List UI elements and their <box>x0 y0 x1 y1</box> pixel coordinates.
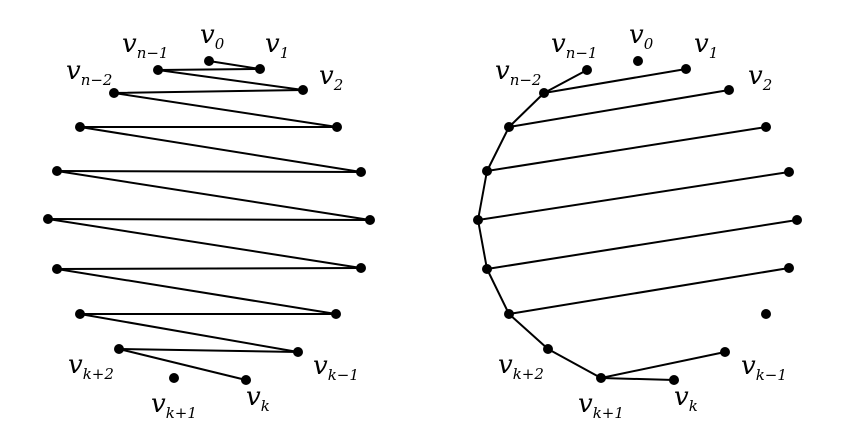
vertex-dot <box>582 65 592 75</box>
vertex-dot <box>784 263 794 273</box>
vertex-dot <box>761 122 771 132</box>
label-v1: v1 <box>694 29 718 62</box>
right-edge <box>477 171 790 221</box>
left-edge <box>47 218 371 221</box>
left-edge <box>118 348 299 353</box>
label-vn-2: vn−2 <box>66 56 112 89</box>
right-edge <box>508 92 545 128</box>
vertex-dot <box>52 264 62 274</box>
vertex-dot <box>356 263 366 273</box>
right-edge <box>477 219 488 270</box>
label-vk: vk <box>674 382 698 415</box>
right-edge <box>486 268 510 315</box>
vertex-dot <box>114 344 124 354</box>
vertex-dot <box>75 309 85 319</box>
right-edges <box>477 68 798 381</box>
vertex-dot <box>298 85 308 95</box>
left-edge <box>56 267 362 270</box>
left-edge <box>157 68 261 71</box>
vertex-dot <box>153 65 163 75</box>
left-edge <box>56 170 362 173</box>
right-edge <box>600 377 675 381</box>
vertex-dot <box>720 347 730 357</box>
right-edge <box>543 68 687 94</box>
vertex-dot <box>52 166 62 176</box>
label-v0: v0 <box>200 20 225 53</box>
vertex-dot <box>293 347 303 357</box>
vertex-dot <box>504 309 514 319</box>
vertex-dot <box>75 122 85 132</box>
left-edge <box>157 69 304 91</box>
vertex-dot <box>539 88 549 98</box>
vertex-dot <box>169 373 179 383</box>
vertex-dot <box>241 375 251 385</box>
label-vk-1: vk−1 <box>313 351 359 384</box>
right-edge <box>486 219 798 270</box>
vertex-dot <box>331 309 341 319</box>
label-vn-2: vn−2 <box>495 56 541 89</box>
vertex-dot <box>43 214 53 224</box>
left-edge <box>79 313 299 353</box>
vertex-dot <box>543 344 553 354</box>
vertex-dot <box>596 373 606 383</box>
vertex-dot <box>109 88 119 98</box>
vertex-dot <box>356 167 366 177</box>
left-edge <box>56 268 337 315</box>
left-vertices <box>43 56 375 385</box>
label-vn-1: vn−1 <box>122 29 168 62</box>
left-edge <box>118 348 247 381</box>
label-vn-1: vn−1 <box>551 29 597 62</box>
vertex-dot <box>784 167 794 177</box>
vertex-dot <box>473 215 483 225</box>
vertex-dot <box>365 215 375 225</box>
right-edge <box>547 348 602 379</box>
left-diagram: v0 v1 v2 vn−1 vn−2 vk vk+1 vk+2 <box>43 20 375 422</box>
vertex-dot <box>482 264 492 274</box>
vertex-dot <box>633 56 643 66</box>
vertex-dot <box>792 215 802 225</box>
vertex-dot <box>204 56 214 66</box>
right-edge <box>508 89 730 128</box>
vertex-dot <box>504 122 514 132</box>
label-v1: v1 <box>265 29 289 62</box>
vertex-dot <box>724 85 734 95</box>
label-v2: v2 <box>748 61 772 94</box>
label-vk: vk <box>246 382 270 415</box>
left-edge <box>47 218 362 269</box>
label-vk+1: vk+1 <box>578 389 624 422</box>
label-vk+2: vk+2 <box>68 350 114 383</box>
right-labels: v0 v1 v2 vn−1 vn−2 vk vk+1 vk+2 <box>495 20 787 422</box>
right-edge <box>486 126 510 172</box>
vertex-dot <box>332 122 342 132</box>
left-edge <box>79 126 362 173</box>
vertex-dot <box>761 309 771 319</box>
right-edge <box>486 126 767 172</box>
label-v0: v0 <box>629 20 654 53</box>
label-vk+2: vk+2 <box>498 350 544 383</box>
left-edge <box>113 92 338 128</box>
vertex-dot <box>255 64 265 74</box>
vertex-dot <box>681 64 691 74</box>
right-diagram: v0 v1 v2 vn−1 vn−2 vk vk+1 vk+2 <box>473 20 802 422</box>
label-vk+1: vk+1 <box>151 389 197 422</box>
label-v2: v2 <box>319 61 343 94</box>
vertex-dot <box>669 375 679 385</box>
right-edge <box>600 351 726 379</box>
left-edge <box>56 170 371 221</box>
right-edge <box>543 69 588 94</box>
right-edge <box>508 313 549 350</box>
right-vertices <box>473 56 802 385</box>
vertex-dot <box>482 166 492 176</box>
right-edge <box>477 170 488 221</box>
label-vk-1: vk−1 <box>741 351 787 384</box>
right-edge <box>508 267 790 315</box>
left-labels: v0 v1 v2 vn−1 vn−2 vk vk+1 vk+2 <box>66 20 359 422</box>
left-edge <box>208 60 261 70</box>
left-edge <box>113 89 304 94</box>
left-edges <box>47 60 371 381</box>
